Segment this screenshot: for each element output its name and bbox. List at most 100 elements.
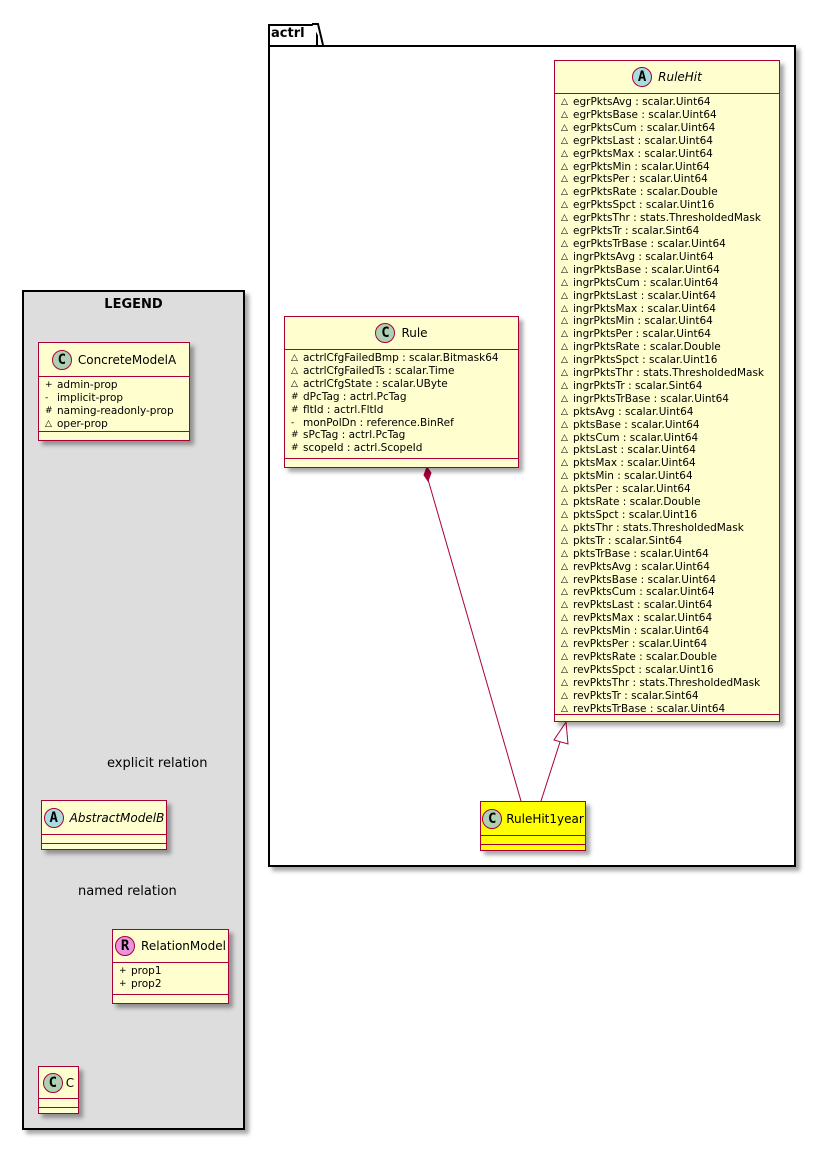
class-name: RuleHit1year [506, 811, 584, 826]
attribute-text: egrPktsCum : scalar.Uint64 [573, 121, 716, 134]
attribute-text: egrPktsLast : scalar.Uint64 [573, 134, 713, 147]
attribute-row: △ingrPktsMax : scalar.Uint64 [561, 303, 779, 316]
attribute-row: △ingrPktsBase : scalar.Uint64 [561, 264, 779, 277]
composition-line [426, 475, 522, 802]
class-name: AbstractModelB [69, 810, 165, 825]
attribute-text: pktsTrBase : scalar.Uint64 [573, 547, 709, 560]
visibility-icon: △ [561, 561, 568, 572]
attribute-text: egrPktsTr : scalar.Sint64 [573, 225, 700, 238]
attribute-row: +admin-prop [45, 379, 118, 391]
attribute-text: revPktsCum : scalar.Uint64 [573, 586, 715, 599]
attribute-row: △pktsThr : stats.ThresholdedMask [561, 522, 779, 535]
visibility-icon: △ [561, 406, 568, 417]
attribute-text: monPolDn : reference.BinRef [303, 416, 454, 429]
attribute-text: revPktsLast : scalar.Uint64 [573, 599, 713, 612]
attribute-row: △revPktsTrBase : scalar.Uint64 [561, 703, 779, 716]
visibility-icon: △ [561, 600, 568, 611]
visibility-icon: △ [561, 548, 568, 559]
attribute-text: actrlCfgFailedBmp : scalar.Bitmask64 [303, 352, 499, 364]
attribute-row: △egrPktsPer : scalar.Uint64 [561, 173, 779, 186]
attribute-row: # scopeId : actrl.ScopeId [291, 442, 518, 455]
attribute-row: △actrlCfgFailedBmp : scalar.Bitmask64 [291, 352, 518, 365]
visibility-icon: # [291, 430, 299, 441]
visibility-icon: △ [561, 316, 568, 327]
visibility-icon: △ [561, 651, 568, 662]
attribute-text: pktsSpct : scalar.Uint16 [573, 509, 698, 521]
relation-badge-icon: R [115, 936, 136, 956]
attribute-text: scopeId : actrl.ScopeId [303, 442, 423, 455]
explicit-relation-label: explicit relation [107, 756, 208, 771]
attribute-row: △ pktsSpct : scalar.Uint16 [561, 509, 779, 522]
class-badge-icon: C [375, 323, 396, 343]
class-relation-model[interactable]: R RelationModel +prop1 +prop2 [112, 929, 229, 1004]
visibility-icon: △ [561, 264, 568, 275]
visibility-icon: △ [561, 135, 568, 146]
attribute-row: △revPktsMax : scalar.Uint64 [561, 612, 779, 625]
attribute-text: ingrPktsPer : scalar.Uint64 [573, 328, 711, 341]
attribute-row: △ingrPktsAvg : scalar.Uint64 [561, 251, 779, 264]
attribute-text: pktsMax : scalar.Uint64 [573, 457, 696, 470]
class-concrete-model-a[interactable]: C ConcreteModelA +admin-prop -implicit-p… [38, 342, 190, 441]
class-rule[interactable]: C Rule △actrlCfgFailedBmp : scalar.Bitma… [284, 316, 519, 468]
class-badge-icon: C [51, 349, 72, 370]
attribute-text: egrPktsPer : scalar.Uint64 [573, 173, 708, 186]
attribute-text: revPktsMin : scalar.Uint64 [573, 625, 710, 638]
class-c[interactable]: C C [38, 1066, 79, 1114]
class-badge-icon: C [42, 1072, 63, 1093]
attribute-text: egrPktsRate : scalar.Double [573, 186, 718, 199]
visibility-icon: # [291, 404, 299, 415]
attribute-text: pktsAvg : scalar.Uint64 [573, 405, 694, 418]
attribute-row: △egrPktsMax : scalar.Uint64 [561, 148, 779, 161]
visibility-icon: △ [561, 535, 568, 546]
visibility-icon: △ [561, 587, 568, 598]
visibility-icon: △ [561, 677, 568, 688]
attribute-text: ingrPktsLast : scalar.Uint64 [573, 289, 717, 302]
attribute-row: △egrPktsAvg : scalar.Uint64 [561, 96, 779, 109]
visibility-icon: △ [561, 613, 568, 624]
attribute-row: -implicit-prop [45, 391, 124, 404]
attribute-text: pktsLast : scalar.Uint64 [573, 444, 696, 457]
visibility-icon: △ [561, 484, 568, 495]
attribute-text: ingrPktsMin : scalar.Uint64 [573, 315, 713, 328]
class-abstract-model-b[interactable]: A AbstractModelB [41, 800, 167, 850]
visibility-icon: △ [561, 510, 568, 520]
attribute-text: ingrPktsSpct : scalar.Uint16 [573, 354, 718, 367]
visibility-icon: △ [561, 445, 568, 456]
visibility-icon: △ [561, 251, 568, 262]
attribute-text: revPktsThr : stats.ThresholdedMask [573, 676, 761, 689]
attribute-text: egrPktsAvg : scalar.Uint64 [573, 96, 711, 108]
attribute-text: ingrPktsTrBase : scalar.Uint64 [573, 392, 729, 405]
attribute-text: egrPktsBase : scalar.Uint64 [573, 108, 717, 121]
visibility-icon: △ [561, 458, 568, 469]
visibility-icon: △ [561, 303, 568, 314]
visibility-icon: △ [561, 200, 568, 211]
attribute-row: △pktsCum : scalar.Uint64 [561, 432, 779, 445]
attribute-row: △ingrPktsTr : scalar.Sint64 [561, 380, 779, 393]
attribute-row: △revPktsPer : scalar.Uint64 [561, 638, 779, 651]
attribute-text: egrPktsSpct : scalar.Uint16 [573, 199, 715, 212]
attribute-row: △oper-prop [45, 417, 108, 430]
composition-diamond [423, 465, 432, 483]
visibility-icon: # [291, 391, 299, 402]
attribute-text: actrlCfgState : scalar.UByte [303, 377, 448, 390]
attribute-text: revPktsTrBase : scalar.Uint64 [573, 702, 726, 715]
attribute-text: pktsCum : scalar.Uint64 [573, 431, 699, 444]
class-rule-hit[interactable]: A RuleHit △egrPktsAvg : scalar.Uint64△eg… [554, 60, 780, 722]
visibility-icon: △ [291, 365, 298, 376]
visibility-icon: △ [561, 148, 568, 159]
visibility-icon: △ [561, 497, 568, 508]
attribute-row: #naming-readonly-prop [45, 404, 174, 417]
visibility-icon: # [291, 443, 299, 454]
visibility-icon: △ [561, 187, 568, 198]
package-actrl [268, 45, 796, 867]
visibility-icon: △ [561, 109, 568, 120]
visibility-icon: △ [561, 574, 568, 585]
abstract-badge-icon: A [43, 807, 64, 828]
attribute-row: △ revPktsLast : scalar.Uint64 [561, 599, 779, 612]
class-badge-icon: C [482, 808, 503, 829]
class-rule-hit-1year[interactable]: C RuleHit1year [480, 801, 586, 851]
visibility-icon: △ [561, 290, 568, 301]
attribute-row: △revPktsAvg : scalar.Uint64 [561, 561, 779, 574]
attribute-row: △egrPktsTrBase : scalar.Uint64 [561, 238, 779, 251]
attribute-row: △ egrPktsRate : scalar.Double [561, 186, 779, 199]
